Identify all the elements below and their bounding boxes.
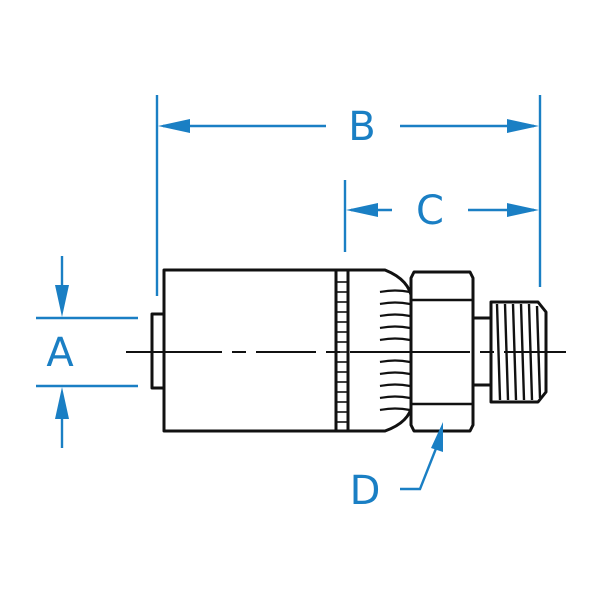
dimension-c: [343, 180, 539, 252]
dimension-b: [155, 95, 542, 296]
stem-ribs: [379, 289, 411, 412]
dimension-a: [36, 256, 138, 448]
dimension-d: [400, 422, 443, 491]
dimension-a-arrow-top: [55, 285, 69, 317]
dimension-d-label: D: [350, 468, 381, 514]
ferrule-shell: [162, 268, 338, 433]
crimp-band: [334, 268, 350, 433]
dimension-c-arrow-left: [346, 203, 378, 217]
dimension-labels: B C A D: [46, 104, 444, 514]
dimension-b-arrow-right: [507, 119, 539, 133]
dimension-d-leader: [400, 445, 439, 491]
fitting-drawing: [150, 268, 548, 433]
dimensions: [36, 95, 542, 491]
dimension-c-label: C: [416, 188, 444, 234]
dimension-a-arrow-bottom: [55, 387, 69, 419]
dimension-c-arrow-right: [507, 203, 539, 217]
dimension-a-label: A: [46, 330, 74, 376]
tapered-stem: [346, 268, 414, 433]
dimension-d-arrow: [431, 422, 443, 452]
dimension-b-arrow-left: [158, 119, 190, 133]
dimension-b-label: B: [348, 104, 375, 150]
